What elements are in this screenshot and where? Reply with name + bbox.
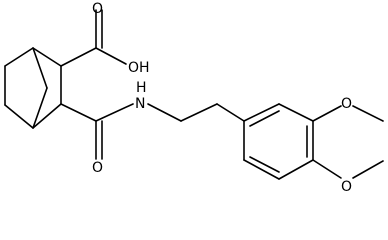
bond (278, 159, 314, 180)
methoxy-groups: O O (312, 96, 384, 195)
bond (278, 103, 314, 122)
bond (180, 103, 218, 122)
bond (243, 103, 280, 122)
carboxyl-oxygen-label: O (92, 1, 103, 17)
bond (312, 105, 342, 122)
amide-nitrogen-label: N (135, 96, 145, 112)
bond (216, 103, 245, 122)
benzene-ring (243, 103, 314, 180)
carboxylic-acid-group: O OH (60, 1, 150, 76)
methoxy-oxygen-label-bottom: O (341, 179, 352, 195)
molecule-drawing: O OH O H N (4, 1, 384, 195)
bond (352, 160, 384, 179)
bicyclic-ring (4, 47, 62, 129)
aromatic-inner-bond (249, 156, 280, 173)
structure-canvas: O OH O H N (4, 1, 384, 195)
bond (95, 103, 134, 122)
bridge-bond (32, 47, 48, 89)
bond (352, 105, 384, 122)
bond (4, 47, 34, 67)
amide-oxygen-label: O (92, 160, 103, 176)
amide-hydrogen-label: H (136, 80, 147, 96)
bond (32, 47, 62, 67)
ethyl-linker (147, 103, 245, 122)
hydroxyl-label: OH (128, 60, 150, 76)
bond (4, 104, 34, 129)
bond (147, 103, 182, 122)
aromatic-inner-bond (249, 110, 280, 127)
amide-group: O H N (60, 80, 147, 176)
bond (60, 47, 97, 67)
bridge-bond (32, 87, 48, 129)
bond (32, 103, 62, 129)
methoxy-oxygen-label-top: O (341, 96, 352, 112)
bond (95, 47, 127, 65)
bond (312, 159, 342, 179)
bond (243, 159, 280, 180)
bond (60, 103, 97, 122)
